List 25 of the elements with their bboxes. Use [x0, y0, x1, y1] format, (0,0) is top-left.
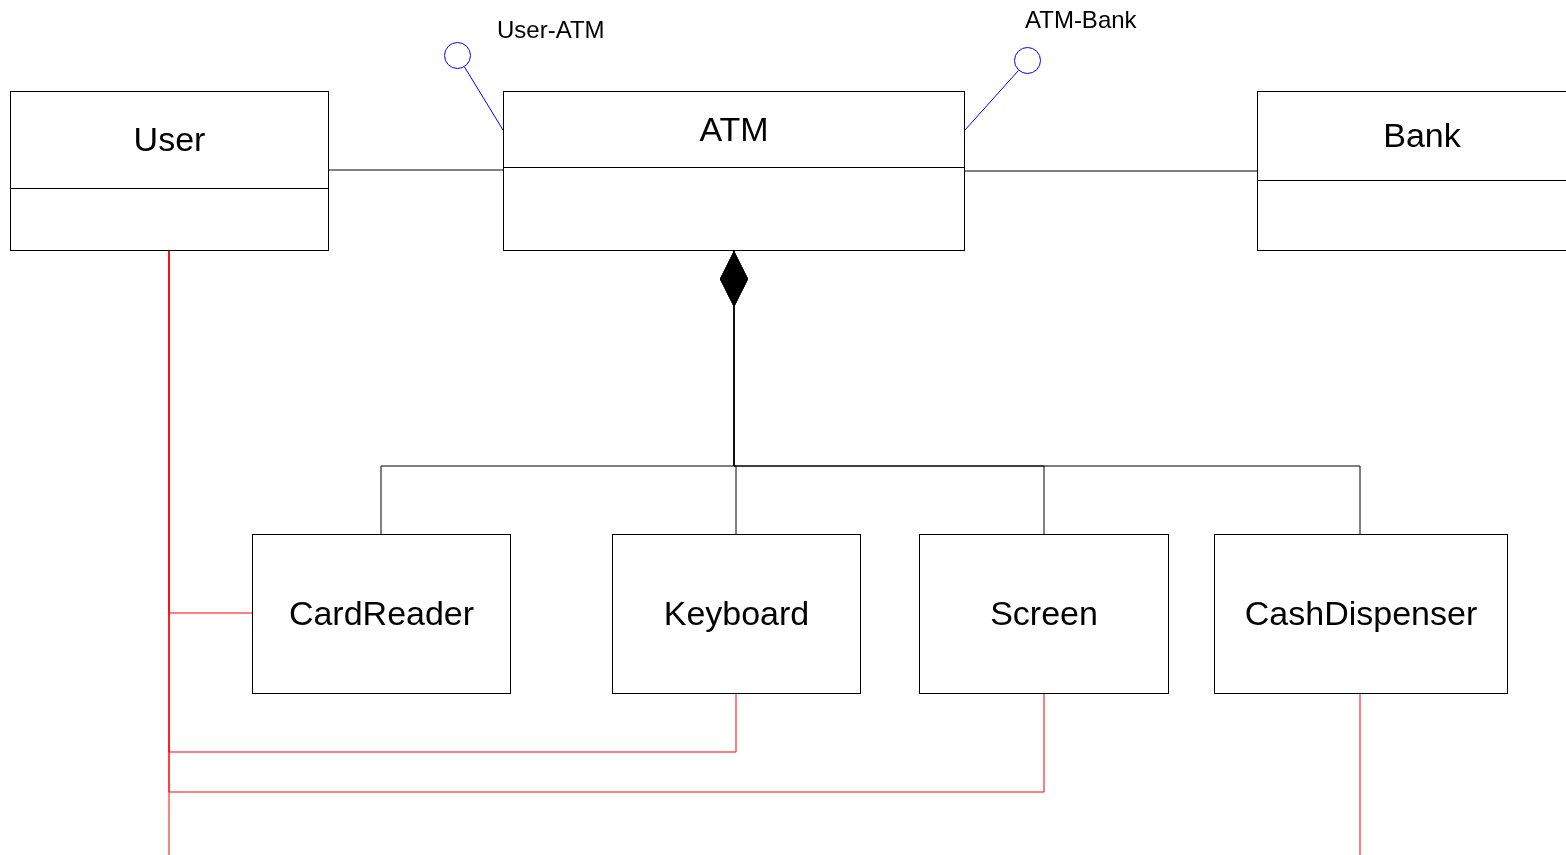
interface-circle — [1014, 47, 1041, 74]
class-name: ATM — [699, 109, 769, 150]
association-line — [964, 70, 1019, 131]
association-line — [168, 250, 170, 855]
interface-label: User-ATM — [497, 16, 605, 44]
association-line — [1359, 693, 1361, 855]
class-name: Screen — [990, 594, 1098, 634]
class-box — [612, 534, 861, 694]
interface-label: ATM-Bank — [1025, 6, 1137, 34]
class-name: User — [133, 120, 206, 160]
class-name: CashDispenser — [1244, 594, 1478, 634]
association-line — [464, 66, 504, 131]
class-box — [1257, 91, 1566, 251]
composition-connector — [720, 250, 1361, 535]
class-box — [503, 91, 965, 251]
association-line — [328, 169, 504, 171]
association-line — [964, 170, 1258, 172]
class-box — [919, 534, 1169, 694]
class-name: Keyboard — [663, 594, 810, 634]
class-box — [1214, 534, 1508, 694]
class-name: CardReader — [288, 594, 475, 634]
class-box — [252, 534, 511, 694]
class-name: Bank — [1383, 116, 1461, 156]
class-box — [10, 91, 329, 251]
interface-circle — [444, 42, 471, 69]
